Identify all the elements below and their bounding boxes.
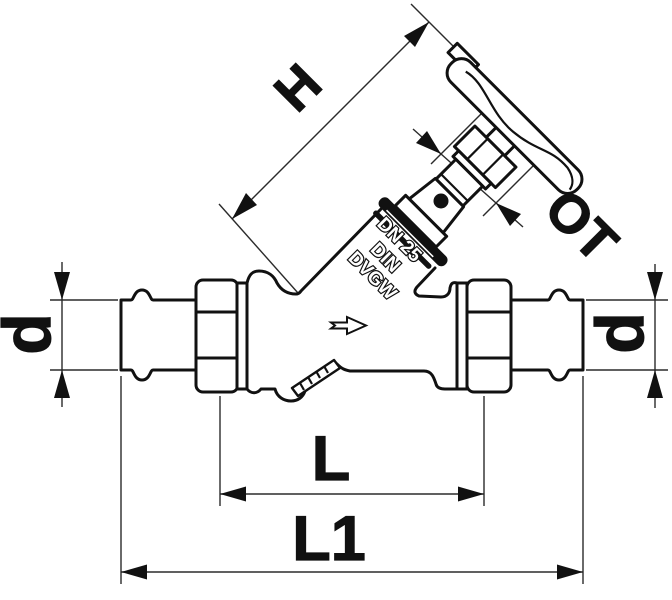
bonnet-stem-assembly [393,41,584,249]
label-L: L [312,424,350,494]
label-L1: L1 [292,504,366,574]
label-H: H [263,53,333,123]
handwheel [445,57,584,196]
right-union-nut [465,278,513,394]
valve-body-top-right [413,266,459,299]
label-OT: OT [533,178,628,273]
valve-body-fill [247,209,457,401]
right-collar [455,281,469,391]
valve-body-top-left [245,207,383,296]
bonnet-flange-seal [373,210,432,269]
handwheel-detail [465,70,574,191]
left-collar [235,281,249,391]
dimension-d-right [586,264,668,408]
label-d-right: d [582,312,658,354]
dimension-d-left [50,262,118,407]
bonnet-flange [378,197,448,267]
dimension-L1 [120,376,584,584]
flow-direction-arrow-icon [328,315,369,336]
dimension-L [219,396,485,506]
stem-screw-dot [433,193,449,209]
bonnet-flange-group [373,197,448,269]
right-pipe [509,288,585,382]
flange-highlight [385,209,434,258]
seat-ridge [290,358,342,398]
label-d-left: d [0,313,65,355]
left-pipe [119,288,198,382]
left-union-nut [194,278,240,394]
